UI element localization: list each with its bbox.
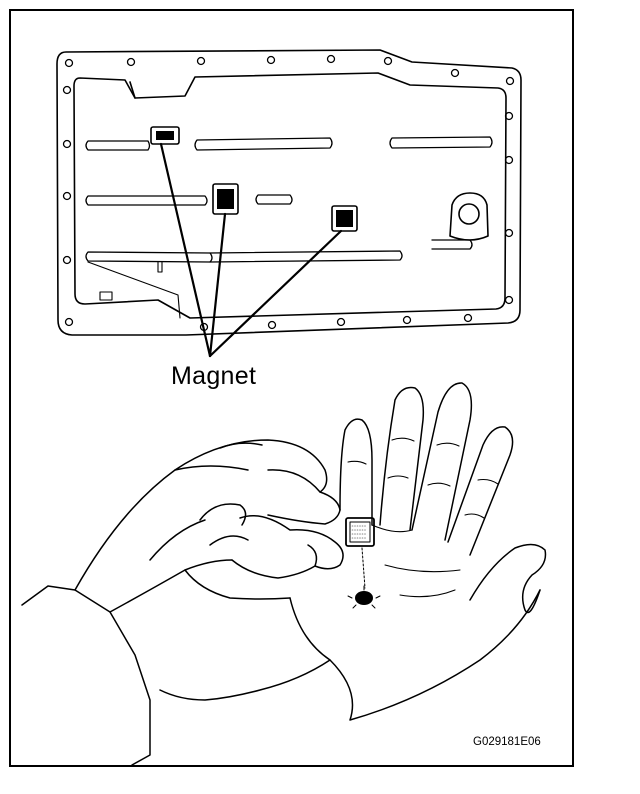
- magnet-3: [331, 205, 358, 232]
- magnet-1: [150, 126, 180, 145]
- metal-particles: [347, 547, 381, 609]
- pan-ribs: [85, 136, 493, 263]
- held-magnet: [345, 517, 375, 547]
- oil-pan: [56, 49, 522, 336]
- magnet-2: [212, 183, 239, 215]
- hands-holding-magnet: [21, 382, 547, 766]
- callout-leader-lines: [159, 142, 343, 358]
- flange-bolt-holes: [62, 54, 515, 332]
- magnet-callout-label: Magnet: [171, 362, 257, 390]
- figure-id: G029181E06: [473, 736, 541, 748]
- illustration-frame: [9, 9, 574, 767]
